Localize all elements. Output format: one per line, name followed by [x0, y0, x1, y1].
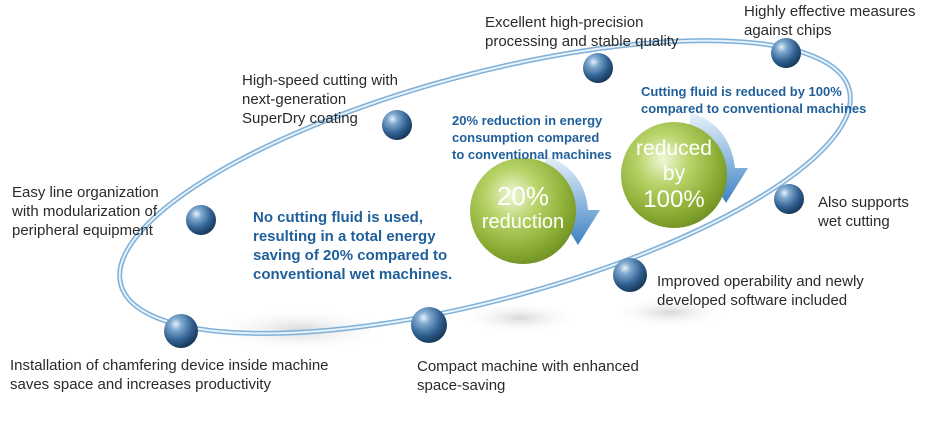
node-chip-measures [771, 38, 801, 68]
feature-line: developed software included [657, 292, 848, 309]
feature-line: High-speed cutting with [242, 72, 398, 89]
badge-percent: 20% [496, 181, 550, 211]
feature-operability: Improved operability and newly developed… [657, 272, 864, 310]
feature-line: space-saving [417, 377, 506, 394]
node-wet-cutting [774, 184, 804, 214]
feature-line: SuperDry coating [242, 110, 358, 127]
badge-100-text: reduced by 100% [621, 136, 727, 214]
callout-no-fluid: No cutting fluid is used, resulting in a… [253, 208, 452, 284]
node-high-precision [583, 53, 613, 83]
node-high-speed [382, 110, 412, 140]
node-compact [411, 307, 447, 343]
badge-caption: reduced [636, 137, 712, 160]
feature-line: Also supports [818, 194, 909, 211]
feature-chamfering: Installation of chamfering device inside… [10, 356, 329, 394]
callout-line: conventional wet machines. [253, 266, 453, 283]
badge-caption: by [662, 162, 686, 185]
feature-line: Installation of chamfering device inside… [10, 357, 329, 374]
badge-20-reduction [470, 158, 576, 264]
node-chamfering [164, 314, 198, 348]
feature-line: Highly effective measures [744, 3, 916, 20]
badge-percent: 100% [643, 186, 705, 213]
feature-line-organization: Easy line organization with modularizati… [12, 183, 159, 240]
feature-line: Excellent high-precision [485, 14, 644, 31]
callout-line: compared to conventional machines [641, 101, 867, 116]
feature-line: Compact machine with enhanced [417, 358, 639, 375]
feature-line: next-generation [242, 91, 347, 108]
feature-line: processing and stable quality [485, 33, 679, 50]
callout-energy-reduction: 20% reduction in energy consumption comp… [452, 112, 612, 163]
floor-shadows [210, 296, 730, 352]
node-operability [613, 258, 647, 292]
callout-line: resulting in a total energy [253, 228, 436, 245]
callout-line: saving of 20% compared to [253, 247, 448, 264]
feature-high-speed: High-speed cutting with next-generation … [242, 71, 398, 128]
feature-chip-measures: Highly effective measures against chips [744, 2, 915, 40]
orbit-ring [117, 38, 853, 336]
callout-line: No cutting fluid is used, [253, 209, 423, 226]
orbit-nodes [164, 38, 804, 348]
callout-line: consumption compared [452, 130, 600, 145]
feature-compact: Compact machine with enhanced space-savi… [417, 357, 639, 395]
feature-line: peripheral equipment [12, 222, 153, 239]
feature-line: with modularization of [12, 203, 158, 220]
badge-100-reduced [621, 122, 727, 228]
feature-line: against chips [744, 22, 832, 39]
callout-line: 20% reduction in energy [452, 113, 603, 128]
feature-line: saves space and increases productivity [10, 376, 271, 393]
callout-line: Cutting fluid is reduced by 100% [641, 84, 842, 99]
feature-high-precision: Excellent high-precision processing and … [485, 13, 678, 51]
feature-line: Improved operability and newly [657, 273, 864, 290]
feature-wet-cutting: Also supports wet cutting [818, 193, 909, 231]
callout-line: to conventional machines [452, 147, 612, 162]
badge-20-text: 20% reduction [470, 182, 576, 234]
badge-caption: reduction [481, 211, 565, 233]
feature-line: wet cutting [818, 213, 890, 230]
node-line-organization [186, 205, 216, 235]
feature-line: Easy line organization [12, 184, 159, 201]
callout-fluid-reduced: Cutting fluid is reduced by 100% compare… [641, 83, 866, 117]
